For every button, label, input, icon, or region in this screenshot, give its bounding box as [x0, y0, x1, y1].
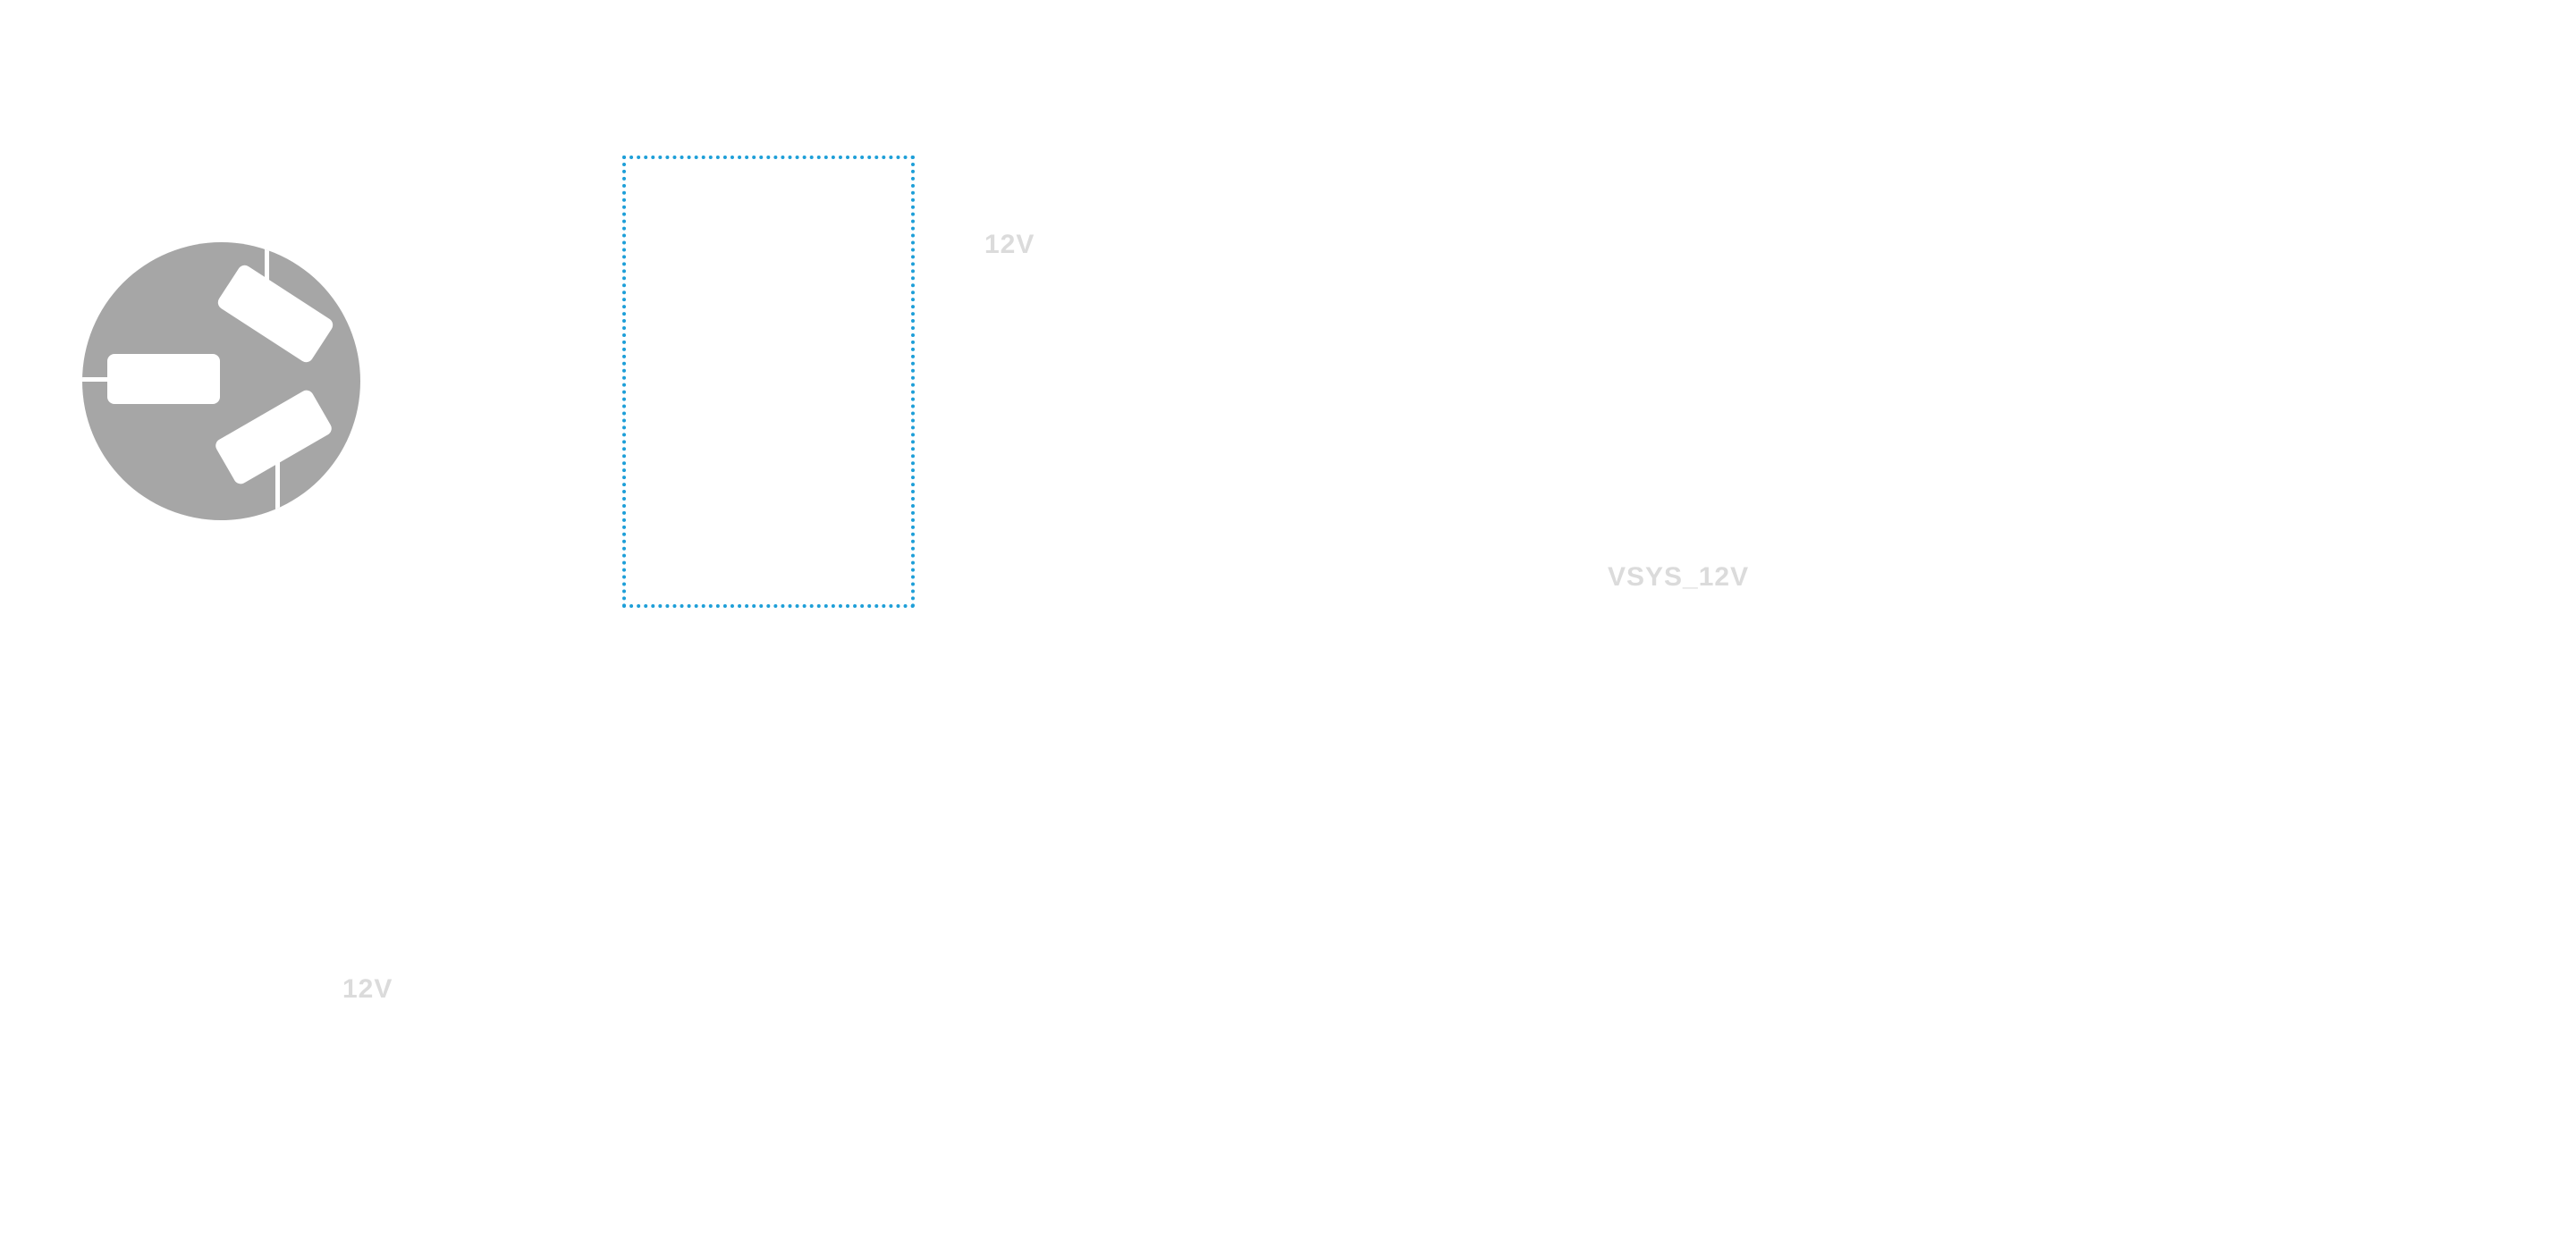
- net-label-12v-bottom[interactable]: 12V: [342, 974, 393, 1004]
- connector-pin-left: [82, 377, 116, 382]
- selection-rectangle[interactable]: [622, 156, 915, 608]
- connector-pin-top: [265, 242, 269, 305]
- connector-slot-top: [215, 262, 336, 366]
- connector-pin-bottom: [275, 461, 280, 520]
- power-connector-symbol[interactable]: [82, 242, 360, 520]
- net-label-12v-top[interactable]: 12V: [984, 230, 1035, 259]
- connector-slot-bottom: [213, 387, 334, 487]
- connector-slot-left: [107, 354, 220, 404]
- net-label-vsys-12v[interactable]: VSYS_12V: [1608, 562, 1750, 592]
